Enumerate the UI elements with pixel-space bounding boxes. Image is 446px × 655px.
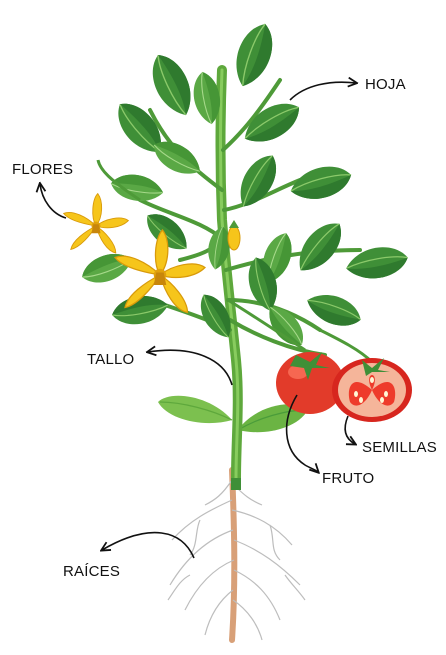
label-semillas: SEMILLAS: [362, 439, 437, 456]
arrow-semillas: [345, 416, 355, 444]
label-hoja: HOJA: [365, 76, 406, 93]
arrow-raices: [102, 533, 194, 558]
label-tallo: TALLO: [87, 351, 134, 368]
arrow-tallo: [148, 350, 232, 385]
label-fruto: FRUTO: [322, 470, 374, 487]
tomatoes: [228, 300, 412, 422]
label-arrows: [40, 82, 356, 558]
arrow-hoja: [290, 82, 356, 100]
label-raices: RAÍCES: [63, 563, 120, 580]
arrow-flores: [40, 184, 66, 218]
roots: [168, 470, 305, 640]
label-flores: FLORES: [12, 161, 73, 178]
